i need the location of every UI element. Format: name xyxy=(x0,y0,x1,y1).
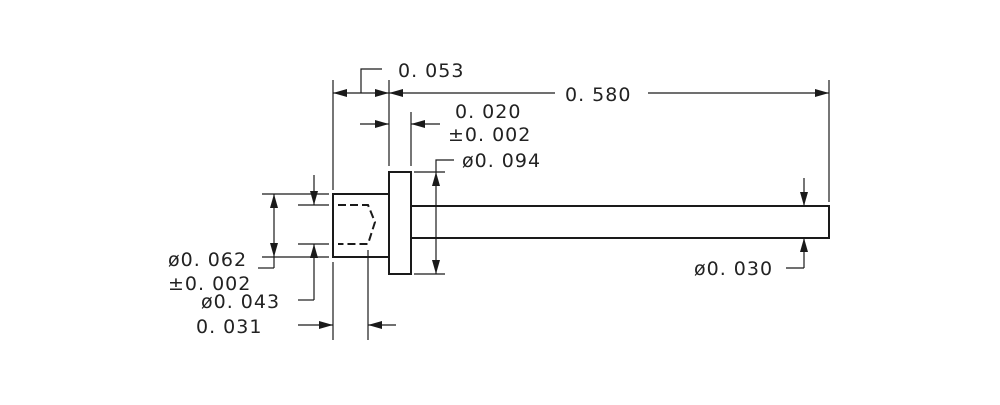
flange-thickness-tolerance: ±0. 002 xyxy=(448,124,531,146)
dim-flange-thickness: 0. 020 ±0. 002 xyxy=(360,101,531,166)
socket-id-label: ø0. 043 xyxy=(201,291,280,313)
socket-body xyxy=(332,193,390,258)
socket-od-tolerance: ±0. 002 xyxy=(168,273,251,295)
socket-bore-hidden xyxy=(338,204,377,245)
dim-socket-id: ø0. 043 xyxy=(201,175,329,313)
socket-depth-label: 0. 031 xyxy=(196,316,262,338)
part-outline xyxy=(332,171,830,275)
dim-flange-diameter: ø0. 094 xyxy=(414,150,541,275)
flange xyxy=(388,171,412,275)
dim-socket-od: ø0. 062 ±0. 002 xyxy=(168,193,329,295)
overall-length-label: 0. 580 xyxy=(565,84,631,106)
pin-shaft xyxy=(410,205,830,239)
dim-tail-length: 0. 053 xyxy=(360,60,464,166)
dim-overall-length: 0. 580 xyxy=(332,80,830,202)
flange-diameter-label: ø0. 094 xyxy=(462,150,541,172)
dim-pin-diameter: ø0. 030 xyxy=(694,178,808,280)
flange-thickness-label: 0. 020 xyxy=(455,101,521,123)
socket-od-label: ø0. 062 xyxy=(168,249,247,271)
pin-diameter-label: ø0. 030 xyxy=(694,258,773,280)
tail-length-label: 0. 053 xyxy=(398,60,464,82)
dim-socket-depth: 0. 031 xyxy=(196,250,396,340)
